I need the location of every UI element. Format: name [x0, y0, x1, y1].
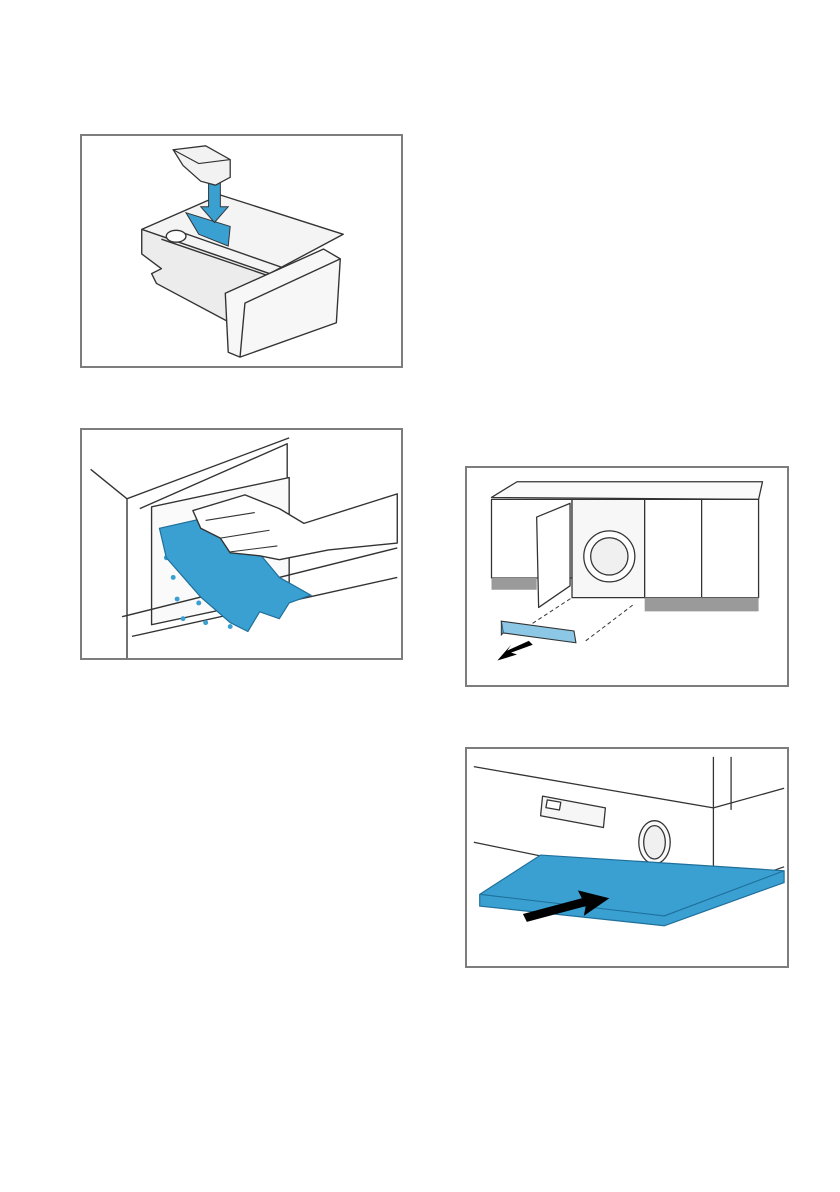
drip-tray-figure — [465, 747, 789, 968]
wipe-drawer-recess-icon — [82, 430, 401, 658]
remove-plinth-icon — [467, 468, 787, 685]
built-in-plinth-figure — [465, 466, 789, 687]
detergent-drawer-figure — [80, 134, 403, 368]
wipe-recess-figure — [80, 428, 403, 660]
drip-tray-insert-icon — [467, 749, 787, 966]
detergent-drawer-insert-icon — [82, 136, 401, 366]
